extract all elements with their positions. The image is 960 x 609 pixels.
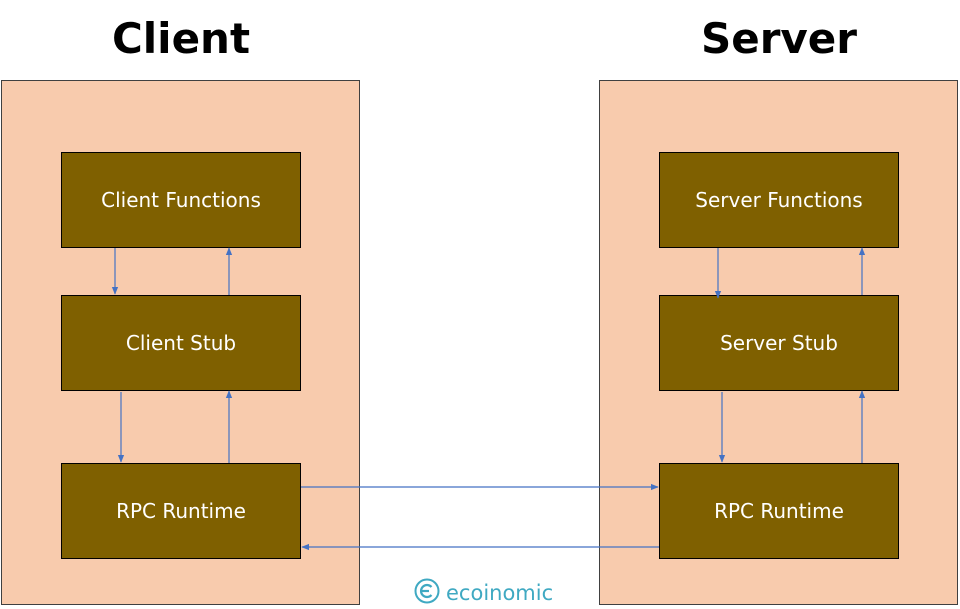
client-stub-box: Client Stub (61, 295, 301, 391)
client-title: Client (111, 14, 251, 63)
client-functions-box: Client Functions (61, 152, 301, 248)
server-rpc-runtime-label: RPC Runtime (714, 499, 844, 523)
ecoinomic-logo-text: ecoinomic (446, 581, 554, 605)
client-rpc-runtime-box: RPC Runtime (61, 463, 301, 559)
server-stub-box: Server Stub (659, 295, 899, 391)
client-functions-label: Client Functions (101, 188, 261, 212)
server-rpc-runtime-box: RPC Runtime (659, 463, 899, 559)
client-stub-label: Client Stub (125, 331, 237, 355)
server-title: Server (700, 14, 858, 63)
ecoinomic-logo-icon (414, 578, 440, 609)
server-functions-box: Server Functions (659, 152, 899, 248)
server-stub-label: Server Stub (720, 331, 838, 355)
ecoinomic-watermark: ecoinomic (414, 578, 553, 608)
client-rpc-runtime-label: RPC Runtime (116, 499, 246, 523)
server-functions-label: Server Functions (695, 188, 863, 212)
